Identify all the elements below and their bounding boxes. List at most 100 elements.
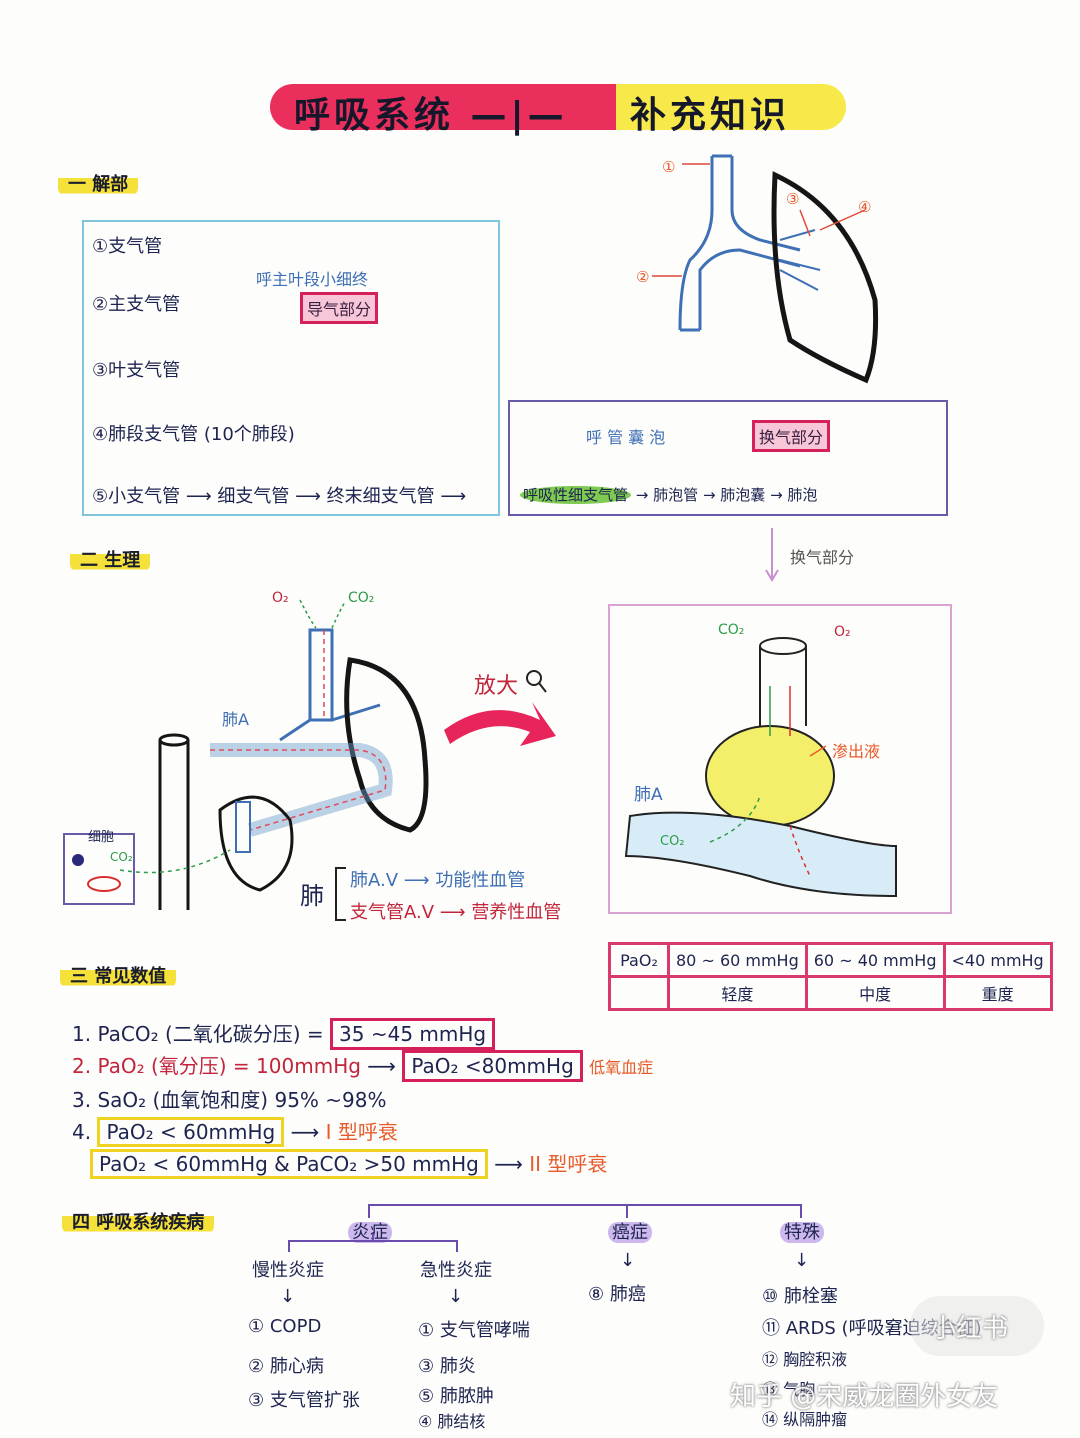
arrow-icon: → — [635, 486, 654, 504]
tree-connector — [288, 1240, 290, 1252]
paco2-range: 35 ~45 mmHg — [330, 1018, 496, 1050]
title-highlight-yellow — [616, 84, 846, 130]
alveolus-co2-label: CO₂ — [718, 622, 745, 638]
cell-co2-label: CO₂ — [110, 850, 133, 864]
respiratory-box — [508, 400, 948, 516]
title-highlight-red — [270, 84, 616, 130]
anatomy-box — [82, 220, 500, 516]
respiratory-mnemonic: 呼 管 囊 泡 — [586, 428, 666, 447]
type2-condition: PaO₂ < 60mmHg & PaCO₂ >50 mmHg — [90, 1149, 488, 1179]
node-chronic: 慢性炎症 — [252, 1260, 324, 1281]
node-inflammation: 炎症 — [348, 1218, 392, 1244]
pao2-label: 2. PaO₂ (氧分压) = 100mmHg — [72, 1054, 361, 1078]
vessel-name: 肺A.V — [350, 870, 399, 891]
tree-connector — [456, 1240, 458, 1252]
table-cell: <40 mmHg — [942, 942, 1053, 978]
table-row: PaO₂ 80 ~ 60 mmHg 60 ~ 40 mmHg <40 mmHg — [608, 942, 1053, 978]
chronic-item-3: ③ 支气管扩张 — [248, 1390, 360, 1411]
arrow-icon: ⟶ — [295, 486, 327, 507]
respiratory-chain: 呼吸性细支气管 → 肺泡管 → 肺泡囊 → 肺泡 — [520, 484, 817, 505]
value-line-4: 4. PaO₂ < 60mmHg ⟶ I 型呼衰 — [72, 1116, 398, 1147]
cancer-item-1: ⑧ 肺癌 — [588, 1284, 646, 1305]
down-arrow-icon: ↓ — [794, 1250, 810, 1271]
chronic-item-2: ② 肺心病 — [248, 1356, 324, 1377]
table-row: 轻度 中度 重度 — [608, 975, 1053, 1011]
tree-connector — [626, 1204, 628, 1218]
chain-terminal-bronchioles: 终末细支气管 — [326, 486, 435, 507]
vessel-name: 支气管A.V — [350, 902, 435, 923]
node-special: 特殊 — [780, 1218, 824, 1244]
exchange-tag: 换气部分 — [752, 420, 831, 452]
o2-label: O₂ — [272, 590, 289, 606]
acute-item-4: ④ 肺结核 — [418, 1412, 486, 1431]
conducting-tag: 导气部分 — [300, 292, 379, 324]
table-cell: 60 ~ 40 mmHg — [804, 942, 946, 978]
type1-condition: PaO₂ < 60mmHg — [97, 1117, 285, 1147]
type1-resp-failure: I 型呼衰 — [325, 1120, 398, 1144]
node-acute: 急性炎症 — [420, 1260, 492, 1281]
table-cell: 80 ~ 60 mmHg — [667, 942, 808, 978]
arrow-icon: ⟶ — [440, 486, 467, 507]
vessel-type: 功能性血管 — [435, 870, 526, 891]
exudate-label: 渗出液 — [832, 742, 881, 761]
cell-label: 细胞 — [88, 830, 115, 845]
alveolus-box — [608, 604, 952, 914]
section-anatomy: 一 解部 — [58, 170, 139, 196]
arrow-icon: ⟶ — [367, 1054, 403, 1078]
special-item-5: ⑭ 纵隔肿瘤 — [762, 1410, 848, 1429]
alveolus-o2-label: O₂ — [834, 624, 851, 640]
zoom-label: 放大 — [474, 674, 519, 699]
watermark-badge — [910, 1296, 1044, 1356]
value-line-2: 2. PaO₂ (氧分压) = 100mmHg ⟶ PaO₂ <80mmHg 低… — [72, 1050, 653, 1082]
special-item-4: ⑬ 气胸 — [762, 1380, 816, 1399]
acute-item-1: ① 支气管哮喘 — [418, 1320, 530, 1341]
pao2-severity-table: PaO₂ 80 ~ 60 mmHg 60 ~ 40 mmHg <40 mmHg … — [608, 942, 1053, 1011]
value-line-5: PaO₂ < 60mmHg & PaCO₂ >50 mmHg ⟶ II 型呼衰 — [90, 1148, 607, 1179]
exchange-label: 换气部分 — [790, 548, 855, 567]
chain-bronchioles: 细支气管 — [217, 486, 290, 507]
bronchi-diagram — [652, 154, 879, 384]
diagram-label-4: ④ — [858, 198, 872, 216]
chain-alveolar-duct: 肺泡管 — [653, 486, 699, 504]
title-banner: 呼吸系统 —|— 补充知识 — [270, 84, 850, 136]
chain-alveoli: 肺泡 — [787, 486, 818, 504]
diagram-label-1: ① — [662, 158, 676, 176]
hypoxemia-threshold: PaO₂ <80mmHg — [402, 1050, 583, 1082]
tree-connector — [368, 1204, 800, 1206]
table-cell: 中度 — [804, 975, 946, 1011]
diagram-label-3: ③ — [786, 190, 800, 208]
anatomy-item-1: ①支气管 — [92, 236, 163, 257]
down-arrow-icon: ↓ — [280, 1286, 296, 1307]
magnifier-icon — [526, 670, 547, 693]
page-title: 呼吸系统 —|— — [294, 95, 568, 136]
tree-connector — [372, 1234, 374, 1242]
zoom-arrow-icon — [444, 702, 556, 746]
acute-item-2: ③ 肺炎 — [418, 1356, 476, 1377]
vessel-row-2: 支气管A.V ⟶ 营养性血管 — [350, 898, 561, 924]
vessel-type: 营养性血管 — [471, 902, 562, 923]
table-cell: 轻度 — [667, 975, 808, 1011]
tree-connector — [368, 1204, 370, 1218]
section-values: 三 常见数值 — [60, 962, 177, 988]
acute-item-3: ⑤ 肺脓肿 — [418, 1386, 494, 1407]
value-line-3: 3. SaO₂ (血氧饱和度) 95% ~98% — [72, 1088, 387, 1112]
value-line-1: 1. PaCO₂ (二氧化碳分压) = 35 ~45 mmHg — [72, 1018, 496, 1050]
arrow-icon: → — [702, 486, 721, 504]
anatomy-item-4: ④肺段支气管 (10个肺段) — [92, 424, 295, 445]
down-arrow-icon — [765, 528, 779, 582]
node-inflammation-label: 炎症 — [348, 1222, 392, 1243]
lung-label: 肺 — [300, 882, 324, 910]
table-cell: PaO₂ — [608, 942, 670, 978]
chain-alveolar-sac: 肺泡囊 — [720, 486, 766, 504]
table-cell: 重度 — [942, 975, 1053, 1011]
special-item-3: ⑫ 胸腔积液 — [762, 1350, 848, 1369]
node-special-label: 特殊 — [780, 1222, 824, 1243]
pulmonary-artery-label: 肺A — [222, 710, 249, 729]
section-physiology: 二 生理 — [70, 546, 151, 572]
down-arrow-icon: ↓ — [448, 1286, 464, 1307]
table-cell — [608, 975, 670, 1011]
bracket-icon — [335, 867, 346, 921]
section-diseases: 四 呼吸系统疾病 — [62, 1208, 215, 1234]
chronic-item-1: ① COPD — [248, 1316, 322, 1337]
line-number: 4. — [72, 1120, 92, 1144]
